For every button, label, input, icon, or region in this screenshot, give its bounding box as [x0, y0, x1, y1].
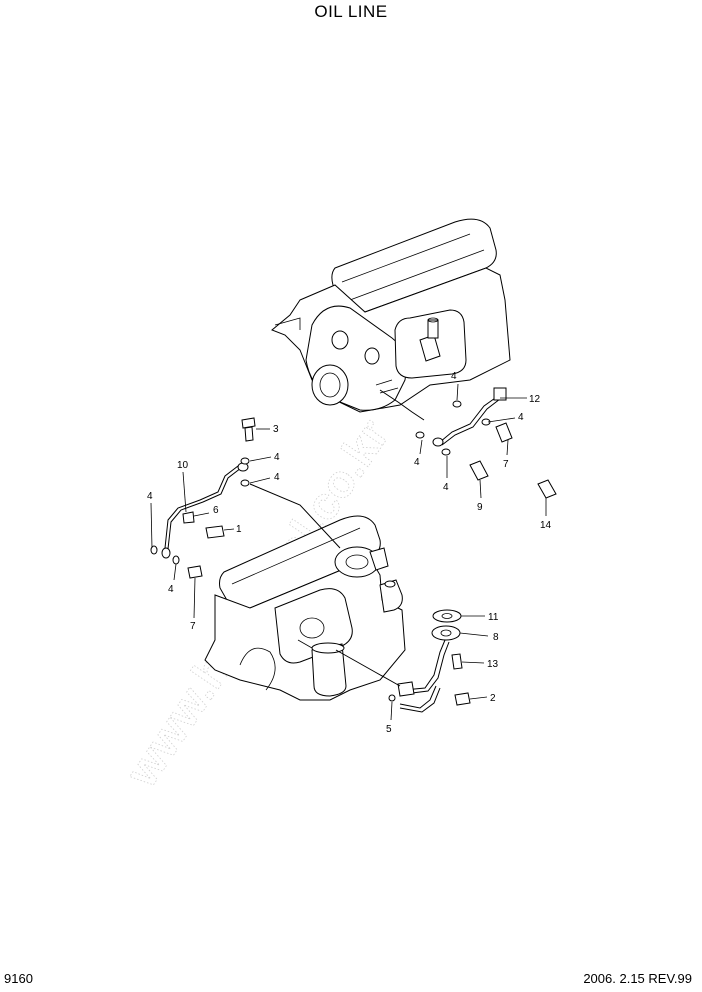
- callout-4: 4: [274, 452, 280, 463]
- callout-12: 12: [529, 394, 541, 405]
- callout-4: 4: [168, 584, 174, 595]
- lower-right-oil-line: [335, 609, 471, 713]
- leader-lines: [150, 383, 547, 721]
- callout-labels: 4 12 4 7 4 4 9 14 3 4 4 10 6 1 4 4 7 11 …: [147, 371, 552, 735]
- callout-3: 3: [273, 424, 279, 435]
- callout-2: 2: [490, 693, 496, 704]
- callout-4: 4: [443, 482, 449, 493]
- callout-4: 4: [274, 472, 280, 483]
- callout-11: 11: [488, 612, 499, 623]
- left-oil-line: [150, 417, 341, 579]
- upper-oil-line: [415, 387, 557, 499]
- callout-5: 5: [386, 724, 392, 735]
- callout-7: 7: [190, 621, 196, 632]
- callout-6: 6: [213, 505, 219, 516]
- callout-4: 4: [147, 491, 153, 502]
- lower-engine: [204, 515, 406, 701]
- callout-1: 1: [236, 524, 242, 535]
- callout-14: 14: [540, 520, 552, 531]
- callout-4: 4: [414, 457, 420, 468]
- callout-4: 4: [451, 371, 457, 382]
- page-number: 9160: [4, 971, 33, 986]
- callout-4: 4: [518, 412, 524, 423]
- callout-13: 13: [487, 659, 499, 670]
- page-title: OIL LINE: [314, 2, 388, 21]
- callout-7: 7: [503, 459, 509, 470]
- callout-9: 9: [477, 502, 483, 513]
- callout-8: 8: [493, 632, 499, 643]
- upper-engine: [271, 218, 511, 421]
- callout-10: 10: [177, 460, 189, 471]
- revision-date: 2006. 2.15 REV.99: [583, 971, 692, 986]
